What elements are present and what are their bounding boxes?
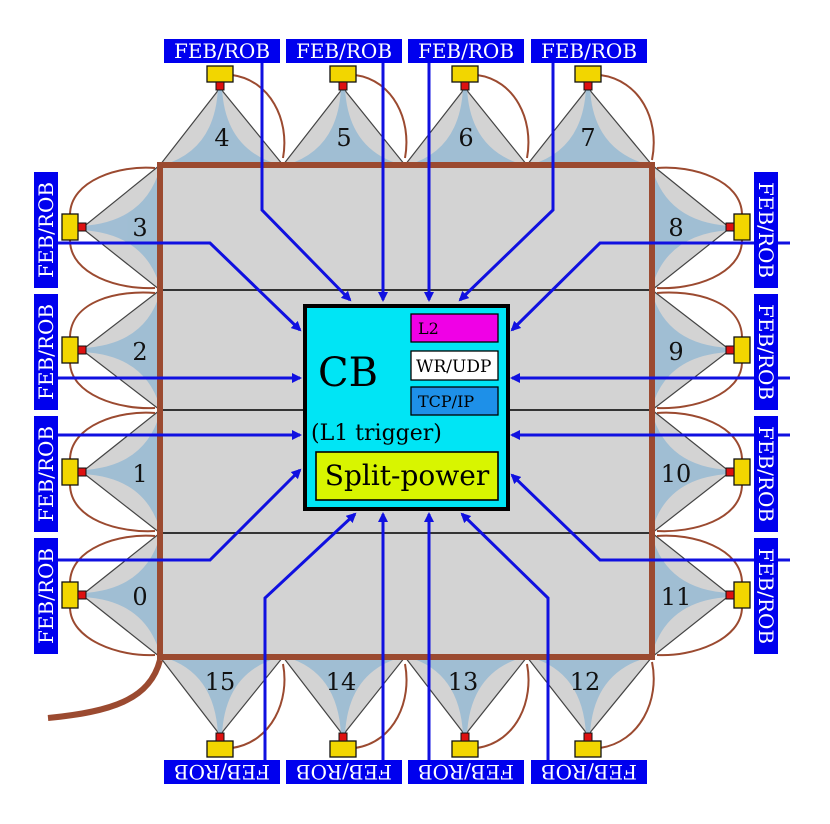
split-power-label: Split-power	[325, 459, 490, 492]
central-board: CB L2 WR/UDP TCP/IP (L1 trigger) Split-p…	[303, 304, 510, 511]
l1-trigger-label: (L1 trigger)	[311, 421, 442, 446]
signal-arrows	[40, 40, 790, 778]
feb-rob-label: FEB/ROB	[174, 760, 270, 784]
module-number: 8	[668, 214, 683, 242]
module-number: 6	[458, 124, 473, 152]
feb-rob-label: FEB/ROB	[296, 39, 392, 63]
l2-label: L2	[418, 319, 439, 338]
module-number: 9	[668, 338, 683, 366]
wr-udp-label: WR/UDP	[416, 357, 491, 377]
feb-rob-label: FEB/ROB	[754, 548, 778, 644]
feb-rob-label: FEB/ROB	[34, 304, 58, 400]
fanout-shapes	[82, 88, 730, 735]
feb-rob-label: FEB/ROB	[34, 182, 58, 278]
l2-block	[410, 313, 499, 343]
split-power-block	[315, 451, 499, 501]
cb-title: CB	[318, 350, 378, 396]
tcp-ip-label: TCP/IP	[418, 392, 474, 411]
feb-rob-label: FEB/ROB	[754, 182, 778, 278]
module-number: 13	[448, 668, 479, 696]
connectors	[61, 65, 751, 758]
feb-rob-label: FEB/ROB	[34, 548, 58, 644]
module-numbers: 4 5 6 7 3 2 1 0 8 9 10 11 15 14 13 12	[132, 124, 691, 696]
module-number: 2	[132, 338, 147, 366]
feb-rob-label: FEB/ROB	[541, 760, 637, 784]
feb-rob-label: FEB/ROB	[418, 39, 514, 63]
module-number: 4	[214, 124, 229, 152]
feb-rob-label: FEB/ROB	[541, 39, 637, 63]
module-number: 10	[661, 460, 692, 488]
feb-rob-label: FEB/ROB	[296, 760, 392, 784]
feb-rob-label: FEB/ROB	[418, 760, 514, 784]
module-number: 5	[336, 124, 351, 152]
module-number: 0	[132, 583, 147, 611]
module-number: 7	[580, 124, 595, 152]
module-number: 1	[132, 460, 147, 488]
module-number: 11	[661, 583, 692, 611]
feb-rob-label: FEB/ROB	[754, 304, 778, 400]
feb-rob-label: FEB/ROB	[34, 426, 58, 522]
module-number: 12	[570, 668, 601, 696]
module-number: 15	[205, 668, 236, 696]
cables	[69, 74, 743, 749]
feb-rob-labels: FEB/ROB FEB/ROB FEB/ROB FEB/ROB FEB/ROB …	[34, 39, 778, 784]
main-cable	[47, 659, 163, 721]
tcp-ip-block	[410, 386, 499, 416]
module-number: 3	[132, 214, 147, 242]
feb-rob-label: FEB/ROB	[754, 426, 778, 522]
wr-udp-block	[410, 350, 499, 381]
module-number: 14	[326, 668, 357, 696]
feb-rob-label: FEB/ROB	[174, 39, 270, 63]
